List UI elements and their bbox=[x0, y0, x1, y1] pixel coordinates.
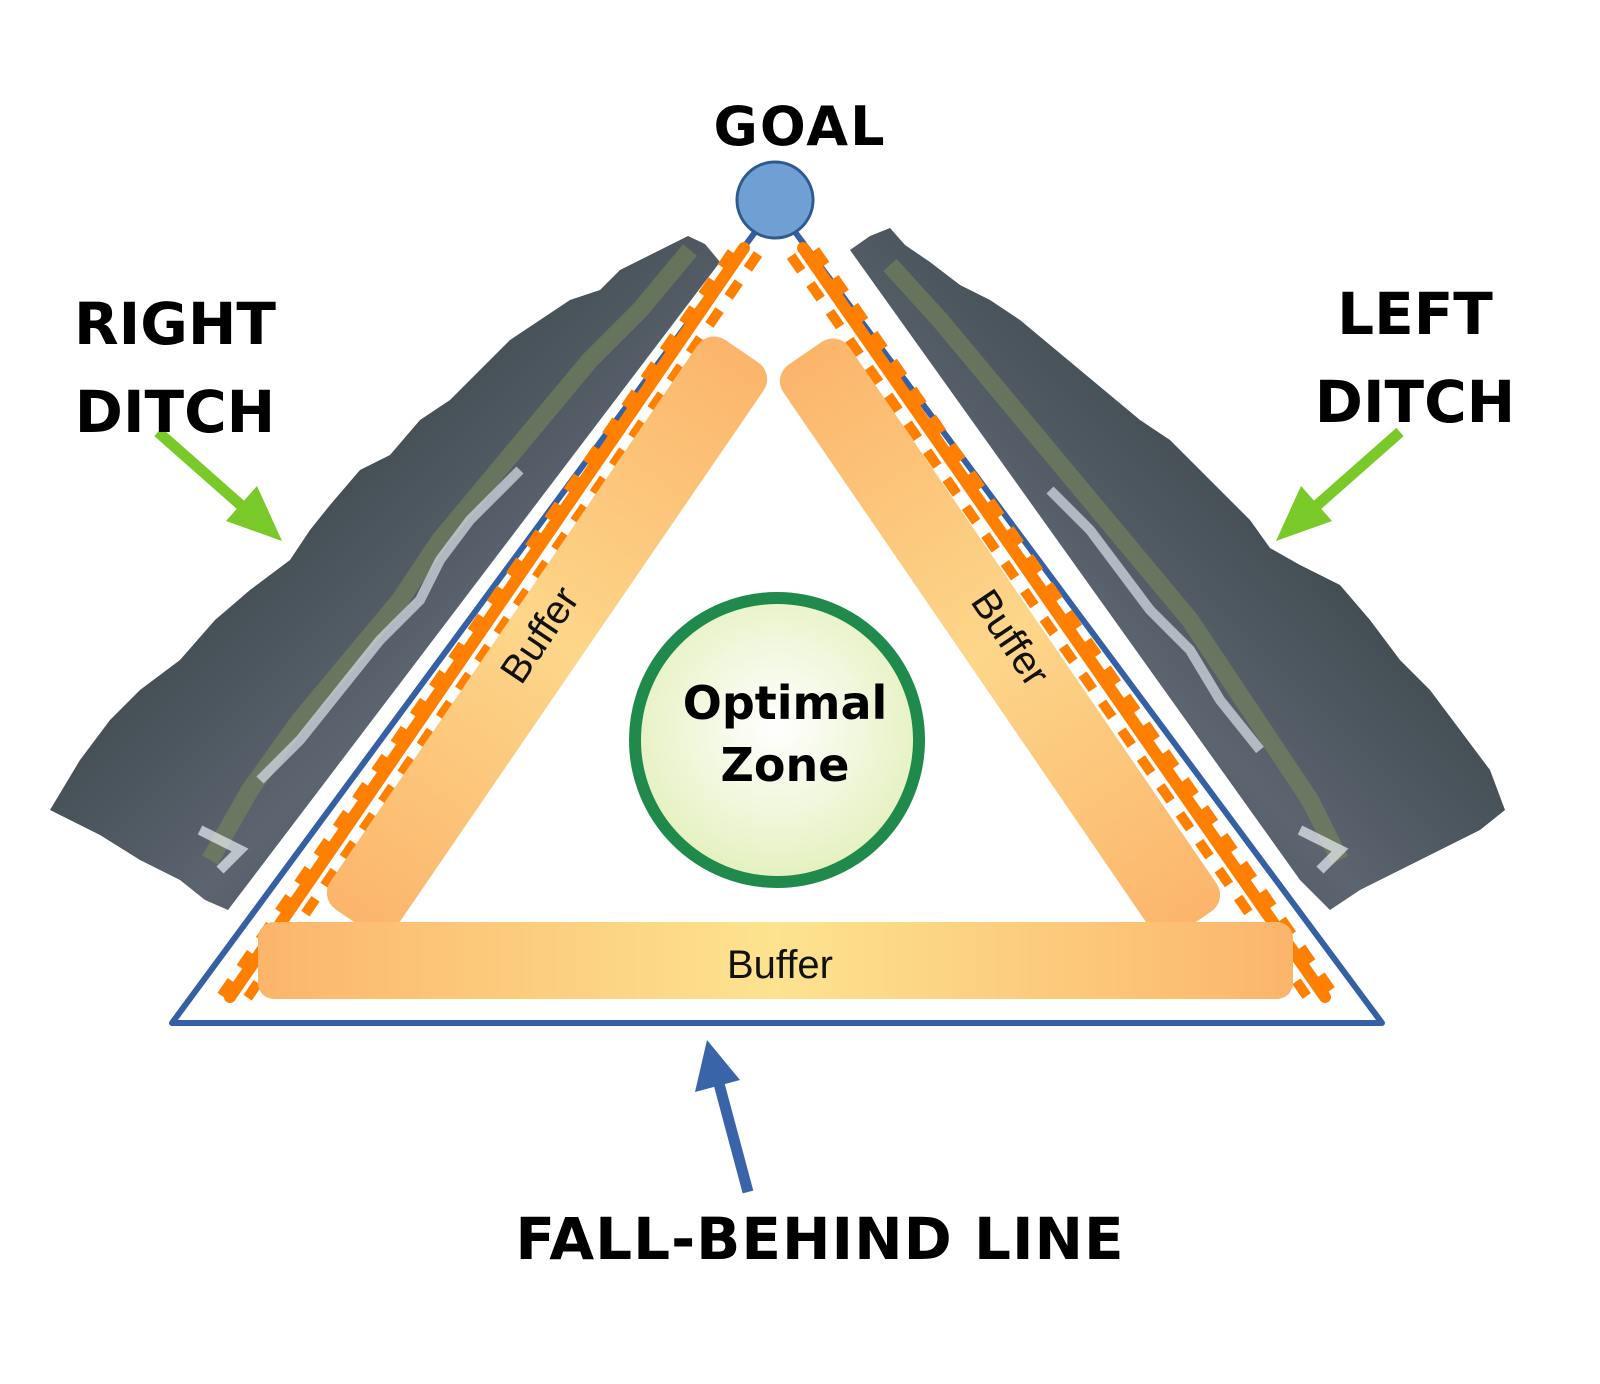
buffer-left bbox=[326, 336, 768, 936]
buffer-bottom-label: Buffer bbox=[727, 943, 833, 987]
buffer-right bbox=[779, 338, 1221, 938]
right-ditch-arrow bbox=[154, 427, 282, 541]
dashed-edge-right bbox=[786, 242, 1342, 1008]
fall-behind-arrow bbox=[695, 1040, 754, 1194]
right-ditch-label-line2: DITCH bbox=[74, 378, 276, 446]
right-ditch-label: RIGHT DITCH bbox=[40, 280, 310, 456]
left-ditch-arrow bbox=[1276, 427, 1404, 541]
optimal-zone-label: Optimal Zone bbox=[640, 672, 930, 796]
dashed-edge-left bbox=[213, 242, 763, 1006]
right-ditch-label-line1: RIGHT bbox=[74, 290, 276, 358]
optimal-zone-label-line2: Zone bbox=[720, 738, 850, 792]
fall-behind-label: FALL-BEHIND LINE bbox=[515, 1205, 1125, 1273]
optimal-zone-label-line1: Optimal bbox=[682, 676, 888, 730]
left-ditch-image bbox=[850, 228, 1505, 910]
goal-circle bbox=[735, 160, 815, 240]
optimal-zone-circle bbox=[629, 592, 925, 888]
goal-label: GOAL bbox=[713, 95, 887, 158]
buffer-bottom bbox=[258, 922, 1293, 999]
left-ditch-label: LEFT DITCH bbox=[1270, 270, 1560, 446]
left-ditch-label-line2: DITCH bbox=[1314, 368, 1516, 436]
right-ditch-image bbox=[50, 236, 720, 910]
left-ditch-label-line1: LEFT bbox=[1337, 280, 1493, 348]
